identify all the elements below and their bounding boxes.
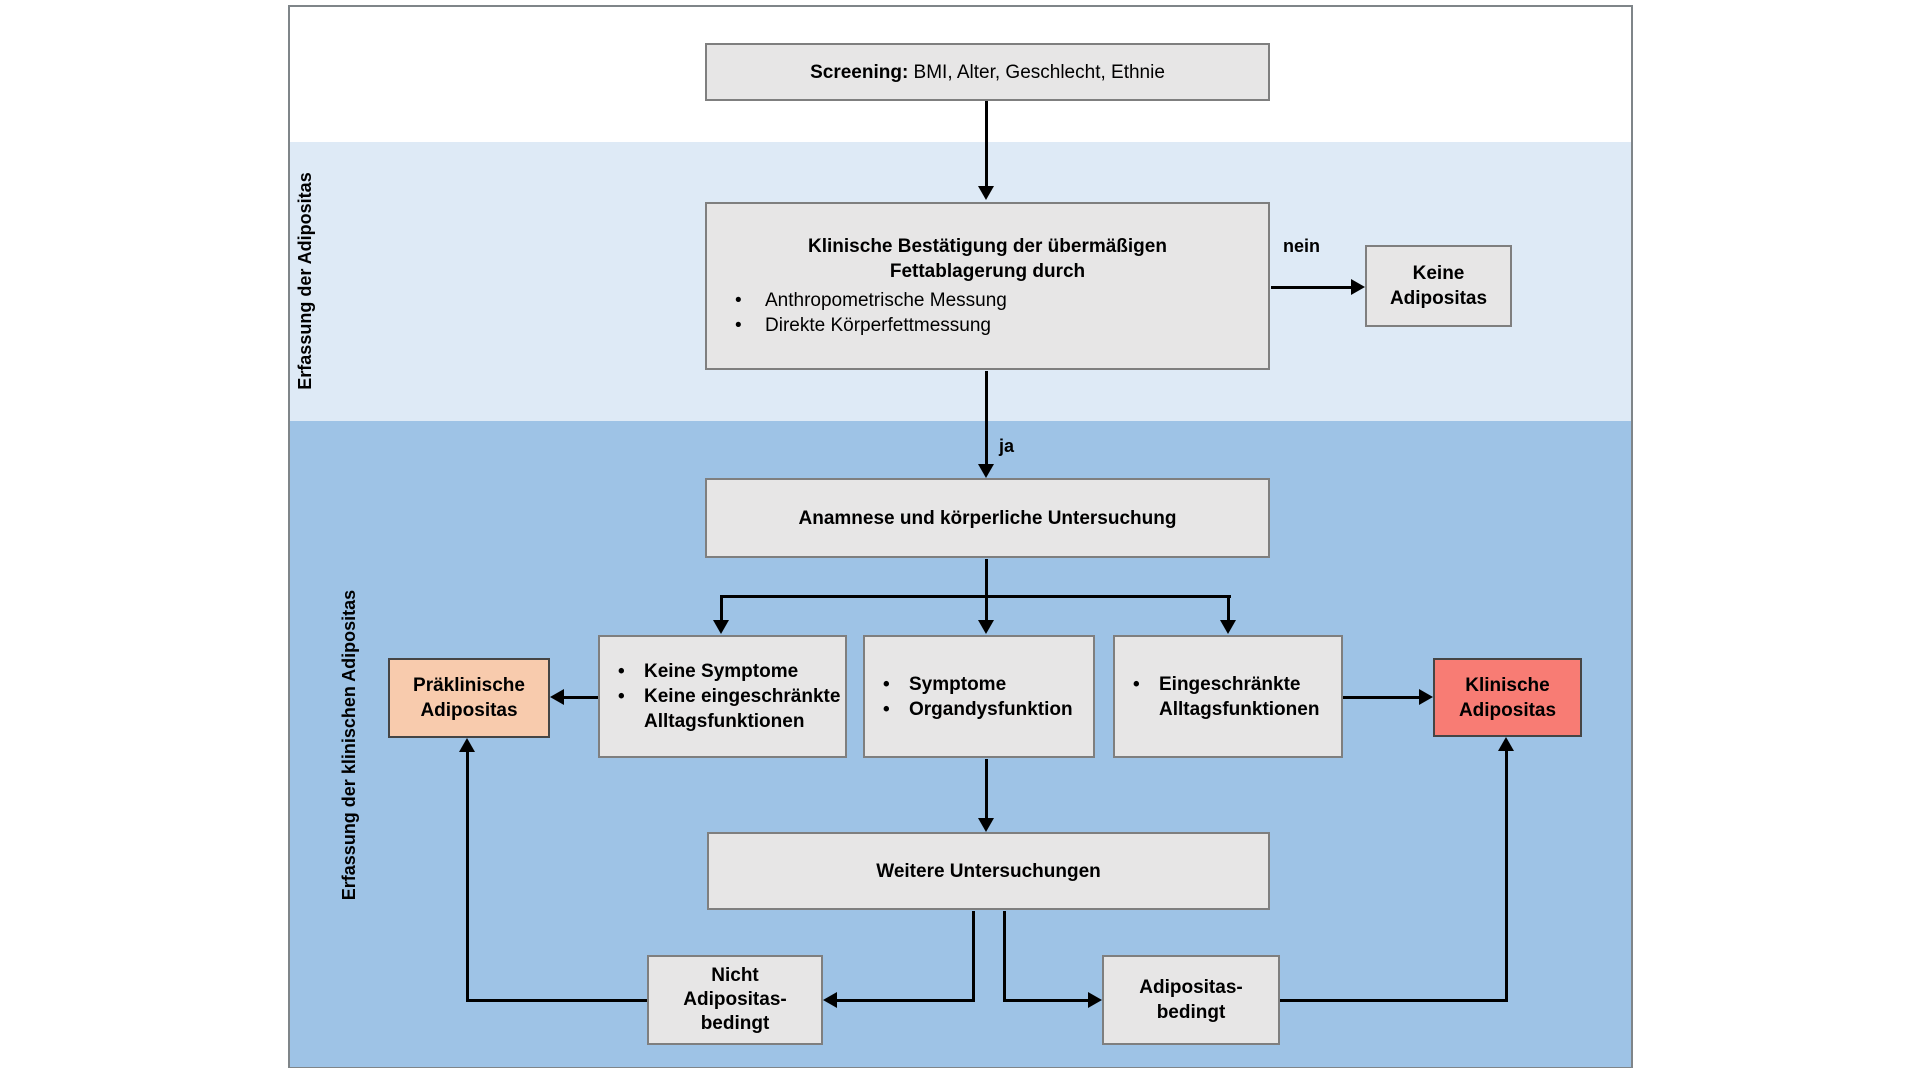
return-left-horizontal — [466, 999, 647, 1002]
band-label-line: Adipositas — [295, 172, 315, 265]
no-symptoms-node: Keine Symptome Keine eingeschränkte Allt… — [598, 635, 847, 758]
preclinical-line: Präklinische — [413, 675, 525, 696]
screening-text-bold: Screening: — [810, 61, 909, 83]
arrow-symptoms-to-further-tests — [985, 759, 988, 819]
arrowhead-down-icon — [978, 464, 994, 478]
not-obesity-related-line: Adipositas- — [683, 989, 787, 1010]
arrowhead-down-icon — [978, 620, 994, 634]
arrowhead-down-icon — [978, 818, 994, 832]
no-obesity-line: Adipositas — [1389, 288, 1488, 309]
edge-label-nein: nein — [1283, 236, 1321, 256]
arrow-confirmation-to-no-obesity — [1271, 286, 1352, 289]
arrowhead-left-icon — [550, 689, 564, 705]
confirmation-title-line: Klinische Bestätigung der übermäßigen — [808, 236, 1167, 257]
clinical-line: Adipositas — [1458, 699, 1557, 721]
branch-horizontal-line — [720, 595, 1231, 598]
return-right-horizontal — [1280, 999, 1508, 1002]
symptoms-bullet-list: Symptome Organdysfunktion — [869, 672, 1089, 722]
limited-functions-bullet: Eingeschränkte Alltagsfunktionen — [1119, 672, 1337, 722]
arrow-confirmation-to-anamnesis — [985, 371, 988, 465]
symptoms-bullet: Symptome — [869, 672, 1089, 697]
arrowhead-right-icon — [1088, 992, 1102, 1008]
no-obesity-line: Keine — [1412, 263, 1465, 284]
arrowhead-up-icon — [1498, 737, 1514, 751]
further-tests-node: Weitere Untersuchungen — [707, 832, 1270, 910]
return-right-vertical — [1505, 751, 1508, 1002]
symptoms-bullet: Organdysfunktion — [869, 697, 1089, 722]
no-symptoms-bullet: Keine Symptome — [604, 659, 841, 684]
split-left-stub — [972, 911, 975, 1002]
limited-functions-bullet-list: Eingeschränkte Alltagsfunktionen — [1119, 672, 1337, 722]
obesity-related-node: Adipositas- bedingt — [1102, 955, 1280, 1045]
clinical-obesity-node: Klinische Adipositas — [1433, 658, 1582, 737]
limited-functions-node: Eingeschränkte Alltagsfunktionen — [1113, 635, 1343, 758]
preclinical-obesity-node: Präklinische Adipositas — [388, 658, 550, 738]
confirmation-bullet-list: Anthropometrische Messung Direkte Körper… — [707, 288, 1268, 338]
branch-drop-left — [720, 596, 723, 622]
confirmation-bullet: Anthropometrische Messung — [707, 288, 1268, 313]
obesity-related-line: Adipositas- — [1139, 977, 1243, 998]
split-right-stub — [1003, 911, 1006, 1002]
symptoms-node: Symptome Organdysfunktion — [863, 635, 1095, 758]
branch-drop-right — [1227, 596, 1230, 622]
preclinical-line: Adipositas — [420, 700, 518, 721]
arrowhead-down-icon — [1220, 620, 1236, 634]
screening-text: Screening: BMI, Alter, Geschlecht, Ethni… — [810, 60, 1165, 85]
no-obesity-node: Keine Adipositas — [1365, 245, 1512, 327]
branch-stem-line — [985, 559, 988, 597]
confirmation-title: Klinische Bestätigung der übermäßigen Fe… — [808, 234, 1167, 284]
confirmation-title-line: Fettablagerung durch — [889, 261, 1086, 282]
arrowhead-down-icon — [978, 186, 994, 200]
arrowhead-right-icon — [1419, 689, 1433, 705]
confirmation-node: Klinische Bestätigung der übermäßigen Fe… — [705, 202, 1270, 370]
no-symptoms-bullet: Keine eingeschränkte Alltagsfunktionen — [604, 684, 841, 734]
anamnesis-node: Anamnese und körperliche Untersuchung — [705, 478, 1270, 558]
obesity-related-line: bedingt — [1156, 1002, 1226, 1023]
not-obesity-related-line: Nicht — [711, 965, 759, 986]
arrow-to-not-obesity-related — [837, 999, 975, 1002]
arrow-to-preclinical — [563, 696, 598, 699]
screening-text-rest: BMI, Alter, Geschlecht, Ethnie — [908, 61, 1165, 83]
arrow-to-clinical — [1343, 696, 1420, 699]
edge-label-ja: ja — [999, 436, 1015, 456]
confirmation-bullet: Direkte Körperfettmessung — [707, 313, 1268, 338]
branch-drop-middle — [985, 596, 988, 622]
arrow-screening-to-confirmation — [985, 101, 988, 187]
not-obesity-related-node: Nicht Adipositas- bedingt — [647, 955, 823, 1045]
arrowhead-down-icon — [713, 620, 729, 634]
arrowhead-right-icon — [1351, 279, 1365, 295]
no-symptoms-bullet-list: Keine Symptome Keine eingeschränkte Allt… — [604, 659, 841, 734]
arrowhead-up-icon — [459, 738, 475, 752]
arrow-to-obesity-related — [1003, 999, 1088, 1002]
screening-node: Screening: BMI, Alter, Geschlecht, Ethni… — [705, 43, 1270, 101]
not-obesity-related-line: bedingt — [700, 1013, 770, 1034]
band-label-detection-clinical-obesity: Erfassung der klinischen Adipositas — [339, 589, 359, 901]
band-label-line: Erfassung der — [295, 268, 315, 390]
return-left-vertical — [466, 752, 469, 1002]
clinical-line: Klinische — [1465, 674, 1550, 696]
band-label-detection-obesity: Erfassung der Adipositas — [294, 141, 350, 421]
arrowhead-left-icon — [823, 992, 837, 1008]
